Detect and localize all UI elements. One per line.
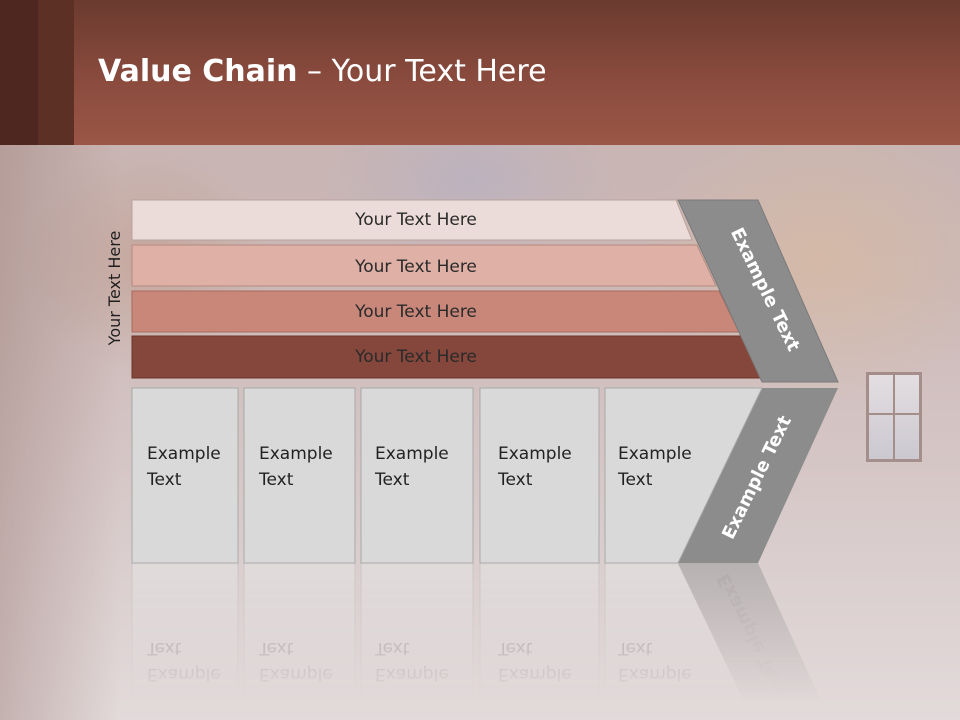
reflection-box-5-line2: Text — [617, 638, 653, 658]
bar-1 — [131, 199, 693, 241]
title-bar: Value Chain – Your Text Here — [0, 0, 960, 145]
box-2 — [243, 387, 356, 564]
title-bar-accent-dark — [0, 0, 38, 145]
box-1 — [131, 387, 239, 564]
reflection: Text Example Text Example Text Example T… — [131, 562, 830, 720]
slide-title-rest: – Your Text Here — [297, 54, 547, 89]
box-1-line2: Text — [146, 470, 182, 490]
bar-2 — [131, 244, 717, 287]
chevron-upper-shade — [677, 199, 839, 383]
slide-title-bold: Value Chain — [98, 54, 298, 89]
bar-3-label: Your Text Here — [354, 302, 477, 322]
reflection-box-4-line1: Example — [498, 664, 572, 684]
box-5-line2: Text — [617, 470, 653, 490]
box-4 — [479, 387, 600, 564]
background-shadow — [0, 145, 120, 720]
box-4-line1: Example — [498, 444, 572, 464]
reflection-box-2-line2: Text — [258, 638, 294, 658]
bar-4-label: Your Text Here — [354, 347, 477, 367]
box-2-line2: Text — [258, 470, 294, 490]
reflection-box-1-line2: Text — [146, 638, 182, 658]
reflection-chevron-lower — [678, 563, 830, 720]
box-2-line1: Example — [259, 444, 333, 464]
box-1-line1: Example — [147, 444, 221, 464]
box-3 — [360, 387, 474, 564]
box-5 — [604, 387, 763, 564]
reflection-box-5-line1: Example — [618, 664, 692, 684]
box-5-line1: Example — [618, 444, 692, 464]
background-window — [866, 372, 922, 462]
chevron-lower — [678, 388, 838, 563]
box-4-line2: Text — [497, 470, 533, 490]
reflection-box-1-line1: Example — [147, 664, 221, 684]
box-3-line2: Text — [374, 470, 410, 490]
bar-1-label: Your Text Here — [354, 210, 477, 230]
box-3-line1: Example — [375, 444, 449, 464]
title-bar-accent — [38, 0, 74, 145]
reflection-box-2-line1: Example — [259, 664, 333, 684]
reflection-box-3-line1: Example — [375, 664, 449, 684]
slide-title: Value Chain – Your Text Here — [98, 54, 547, 89]
bar-2-label: Your Text Here — [354, 257, 477, 277]
reflection-box-4-line2: Text — [497, 638, 533, 658]
reflection-box-3-line2: Text — [374, 638, 410, 658]
